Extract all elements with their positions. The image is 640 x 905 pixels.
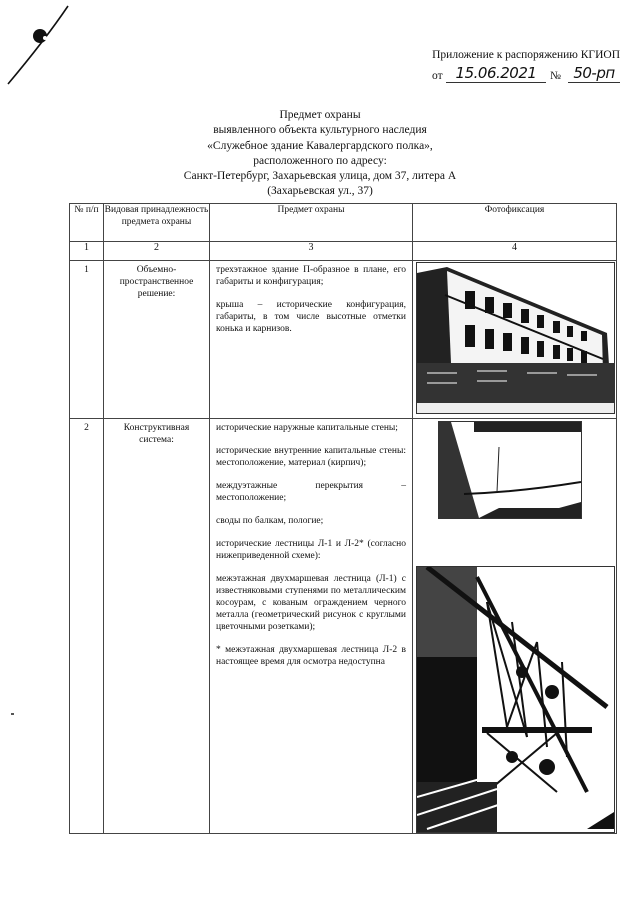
hole-punch-mark	[7, 5, 69, 85]
order-date: 15.06.2021	[446, 64, 546, 83]
protection-item: трехэтажное здание П-образное в плане, е…	[216, 265, 406, 287]
order-number: 50-рп	[568, 64, 620, 83]
table-row: 2 Конструктивная система: исторические н…	[69, 418, 617, 834]
column-header: Фотофиксация	[412, 203, 617, 242]
date-prefix: от	[432, 70, 443, 82]
protection-item: исторические наружные капитальные стены;	[216, 423, 398, 433]
staircase-railing-photo	[416, 566, 615, 833]
protection-item: * межэтажная двухмаршевая лестница Л-2 в…	[216, 645, 406, 667]
row-type: Объемно-пространственное решение:	[103, 260, 210, 419]
photo-cell	[412, 260, 617, 419]
row-number: 2	[69, 418, 104, 834]
scan-speck	[11, 713, 14, 715]
photo-cell	[412, 418, 617, 834]
title-line: расположенного по адресу:	[253, 154, 387, 167]
vaulted-ceiling-photo	[438, 421, 582, 519]
protection-item: крыша – исторические конфигурация, габар…	[216, 300, 406, 334]
protection-subject-table: № п/п Видовая принадлежность предмета ох…	[69, 203, 617, 834]
column-header: Предмет охраны	[209, 203, 413, 242]
title-line: выявленного объекта культурного наследия	[213, 124, 427, 137]
appendix-label: Приложение к распоряжению КГИОП	[432, 49, 620, 61]
column-header: № п/п	[69, 203, 104, 242]
column-number: 4	[412, 241, 617, 261]
title-line: Предмет охраны	[279, 109, 361, 121]
building-facade-photo	[416, 262, 615, 414]
row-type: Конструктивная система:	[103, 418, 210, 834]
row-items: трехэтажное здание П-образное в плане, е…	[209, 260, 413, 419]
protection-item: межэтажная двухмаршевая лестница (Л-1) с…	[216, 574, 406, 632]
column-number: 3	[209, 241, 413, 261]
table-header-row: № п/п Видовая принадлежность предмета ох…	[69, 203, 617, 242]
table-row: 1 Объемно-пространственное решение: трех…	[69, 260, 617, 419]
column-number-row: 1 2 3 4	[69, 241, 617, 261]
protection-item: своды по балкам, пологие;	[216, 516, 324, 526]
number-prefix: №	[550, 70, 561, 82]
row-items: исторические наружные капитальные стены;…	[209, 418, 413, 834]
title-line: (Захарьевская ул., 37)	[267, 185, 373, 198]
title-line: «Служебное здание Кавалергардского полка…	[207, 139, 433, 152]
column-number: 2	[103, 241, 210, 261]
protection-item: междуэтажные перекрытия – местоположение…	[216, 481, 406, 503]
title-line: Санкт-Петербург, Захарьевская улица, дом…	[183, 170, 457, 183]
document-title: Предмет охраны выявленного объекта культ…	[140, 108, 500, 200]
column-header: Видовая принадлежность предмета охраны	[103, 203, 210, 242]
row-number: 1	[69, 260, 104, 419]
column-number: 1	[69, 241, 104, 261]
protection-item: исторические лестницы Л-1 и Л-2* (соглас…	[216, 539, 406, 561]
protection-item: исторические внутренние капитальные стен…	[216, 446, 406, 468]
